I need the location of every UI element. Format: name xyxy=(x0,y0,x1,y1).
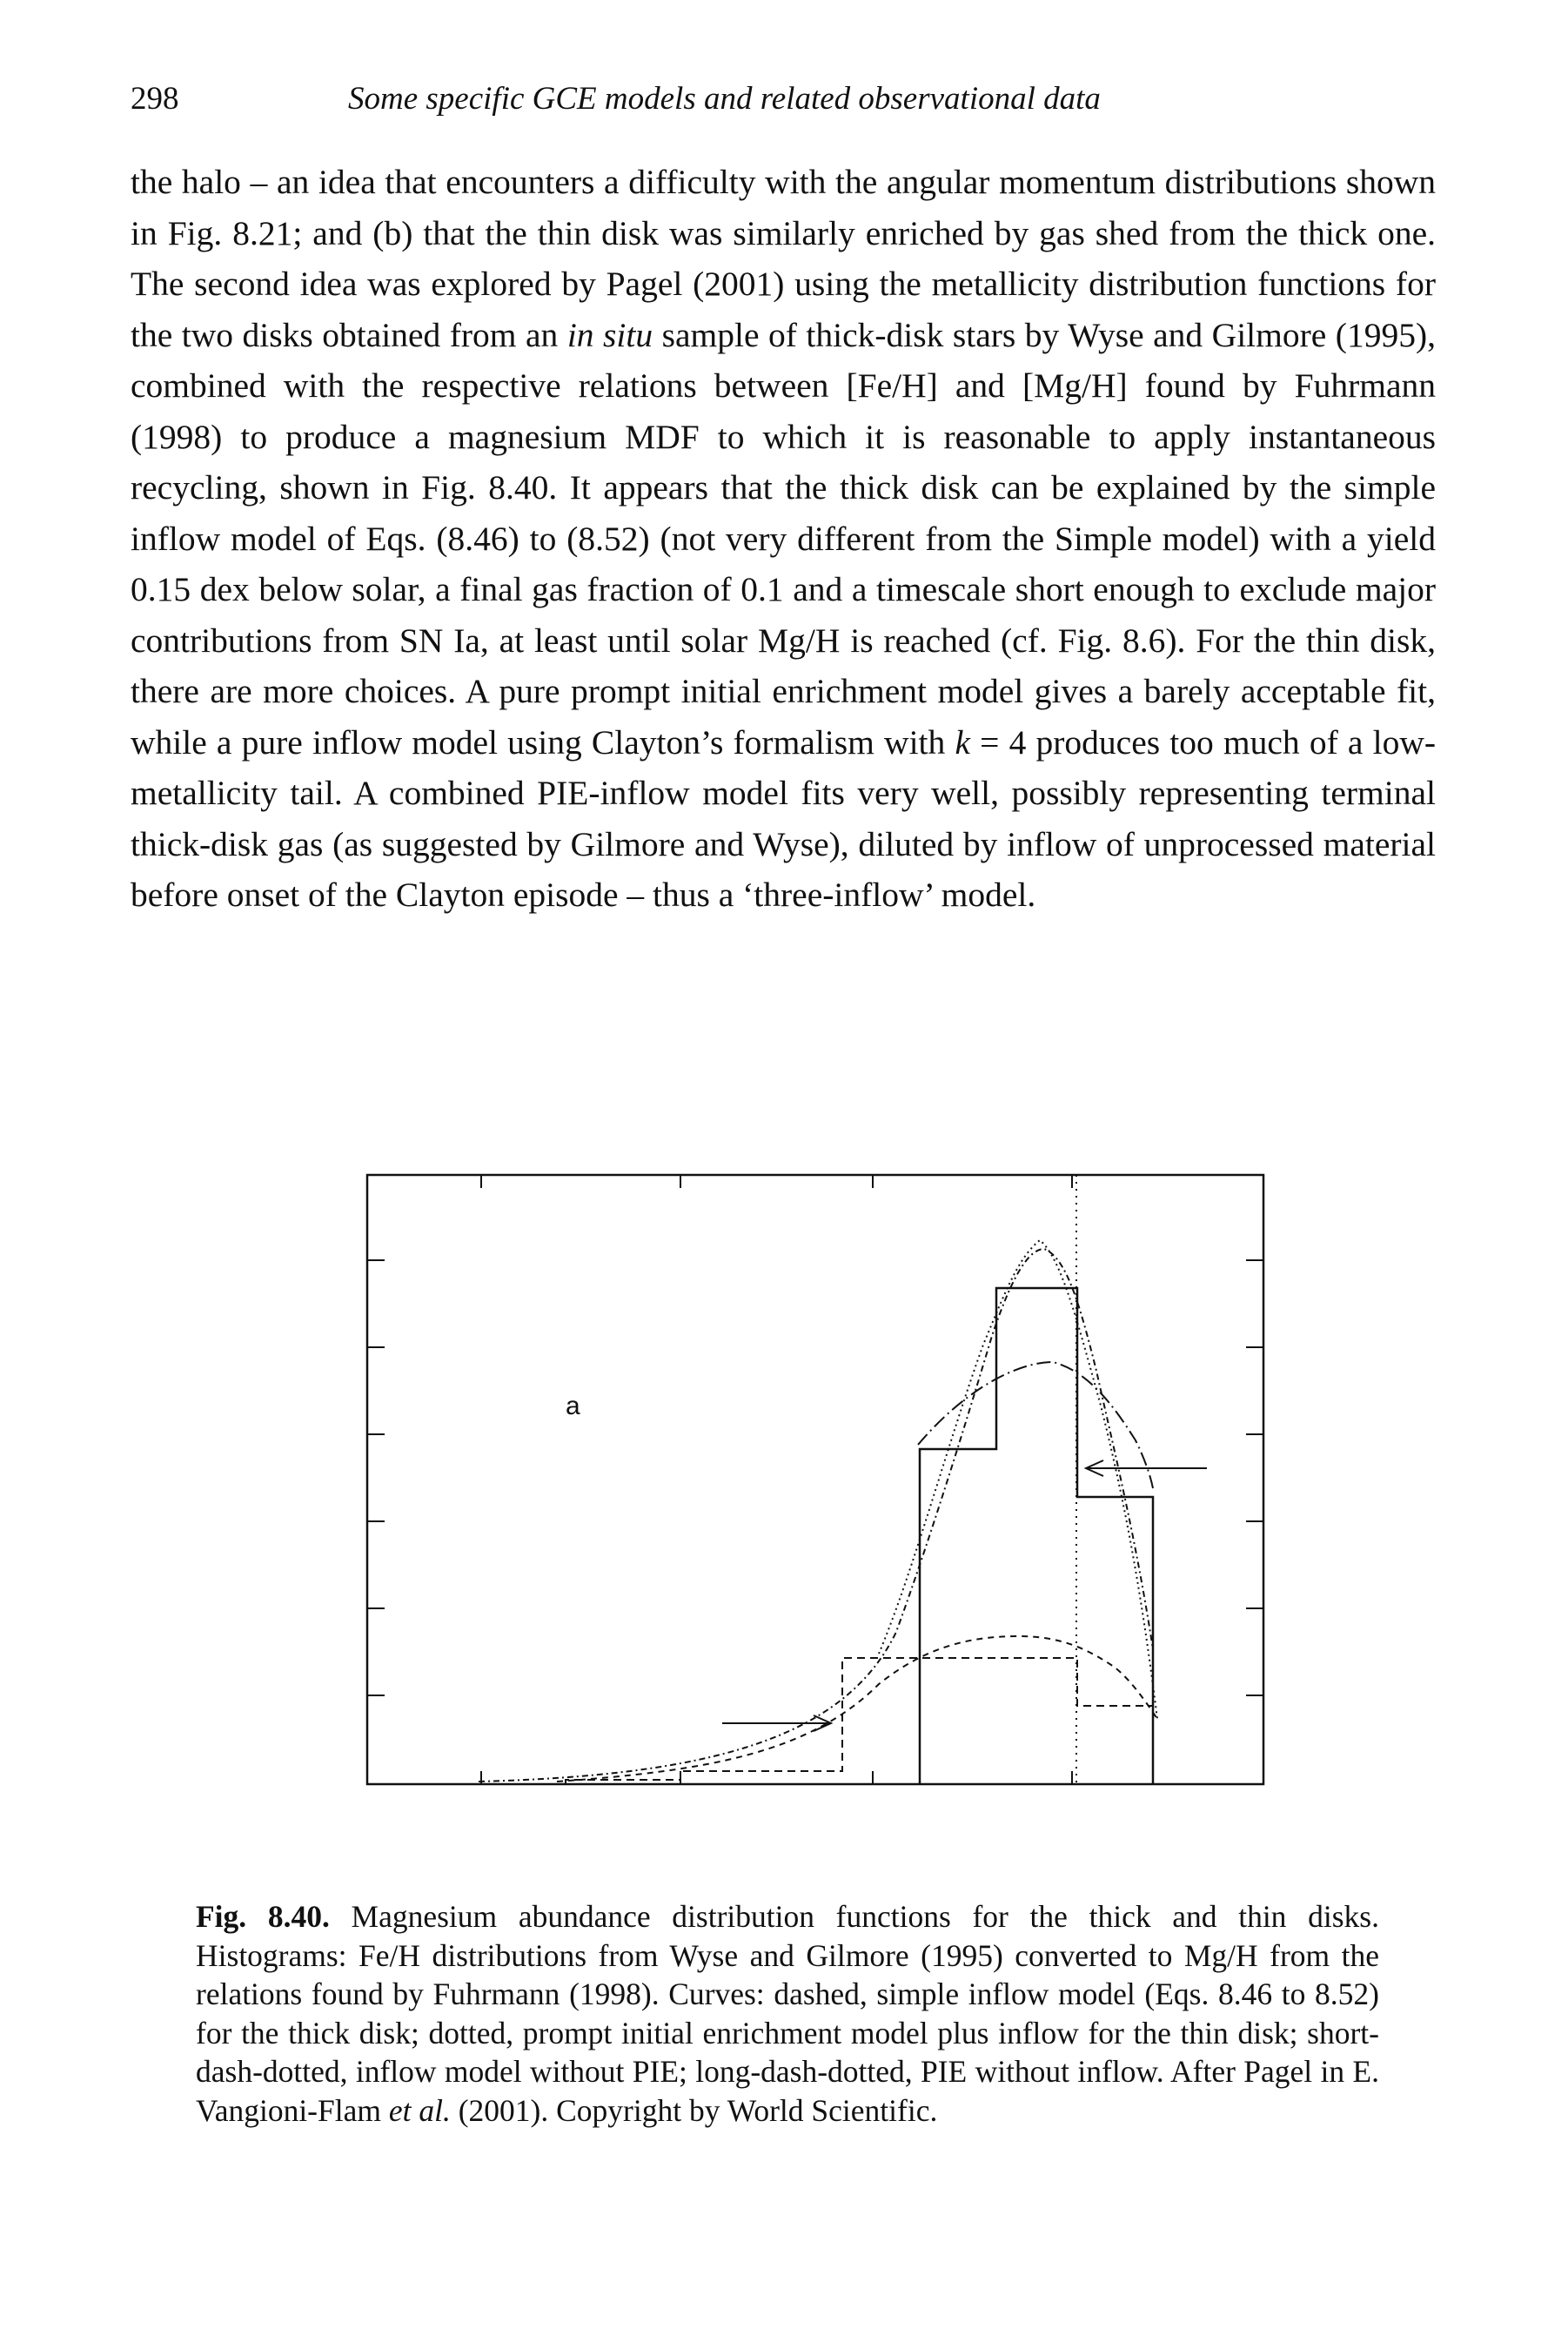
caption-label: Fig. 8.40. xyxy=(196,1899,330,1934)
pie-inflow-curve xyxy=(878,1238,1158,1720)
figure-8-40: a a xyxy=(357,1162,1297,1806)
caption-italic: et al. xyxy=(388,2092,451,2128)
running-title: Some specific GCE models and related obs… xyxy=(348,81,1101,117)
pie-no-inflow-curve xyxy=(917,1360,1154,1489)
body-text-part1: the halo – an idea that encounters a dif… xyxy=(131,163,1436,354)
body-paragraph: the halo – an idea that encounters a dif… xyxy=(131,157,1436,921)
page-number: 298 xyxy=(131,81,179,117)
body-text-part3: = 4 produces too much of a low-metallici… xyxy=(131,722,1437,915)
figure-caption: Fig. 8.40. Magnesium abundance distribut… xyxy=(196,1897,1379,2130)
panel-label: a xyxy=(566,1392,580,1420)
inflow-no-pie-curve xyxy=(478,1247,1154,1782)
body-italic-in-situ: in situ xyxy=(566,315,653,354)
thick-disk-histogram xyxy=(565,1657,1154,1784)
right-ticks xyxy=(1246,1259,1263,1696)
page-header: 298 Some specific GCE models and related… xyxy=(131,80,1436,132)
caption-text-1: Magnesium abundance distribution functio… xyxy=(196,1899,1379,2128)
right-arrow xyxy=(1083,1460,1207,1477)
plot-frame xyxy=(365,1173,1265,1786)
caption-text-2: (2001). Copyright by World Scientific. xyxy=(450,2092,938,2128)
top-ticks xyxy=(480,1175,1073,1188)
left-ticks xyxy=(367,1259,385,1696)
mdf-plot: a a xyxy=(365,1173,1265,1786)
body-text-part2: sample of thick-disk stars by Wyse and G… xyxy=(131,315,1436,762)
body-italic-k: k xyxy=(955,722,970,762)
left-arrow xyxy=(722,1715,834,1732)
thin-disk-histogram xyxy=(918,1286,1155,1784)
